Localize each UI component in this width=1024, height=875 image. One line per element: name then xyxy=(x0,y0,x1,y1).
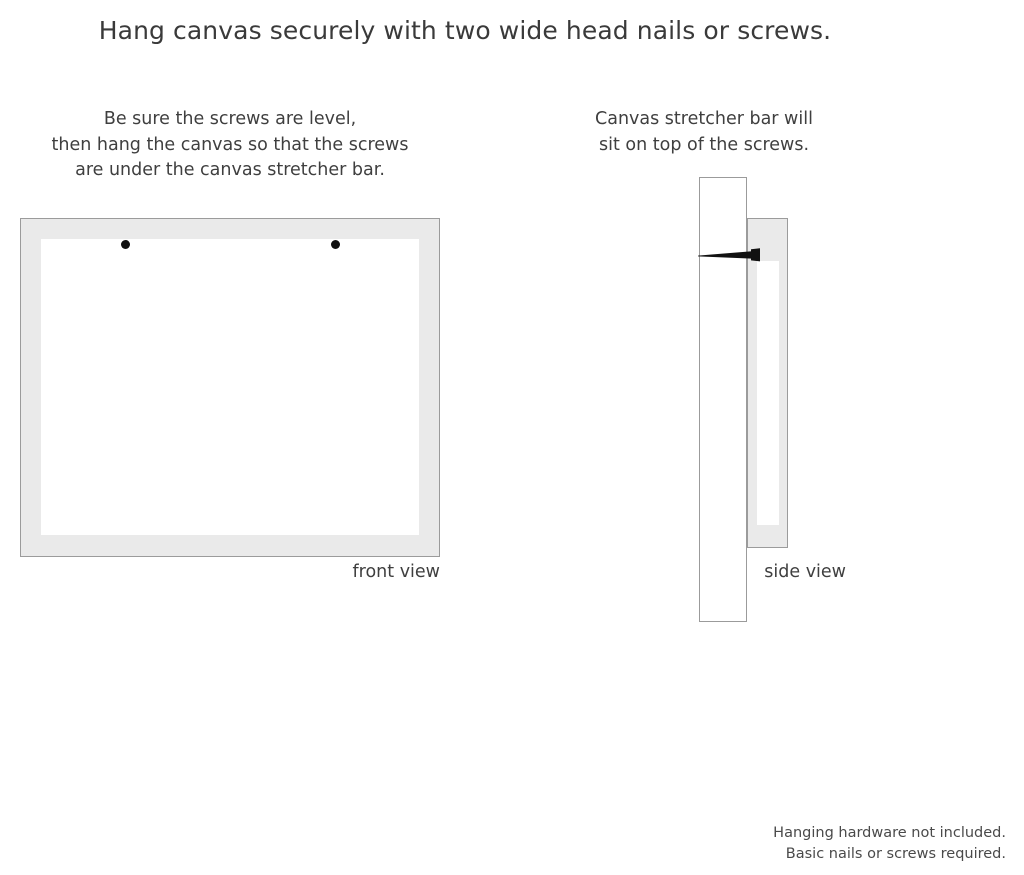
front-view-caption-line-1: Be sure the screws are level, xyxy=(103,109,357,129)
wall-cross-section xyxy=(699,177,747,622)
screw-head-icon-right xyxy=(331,240,340,249)
side-view-label: side view xyxy=(764,562,846,582)
hardware-disclaimer-line-1: Hanging hardware not included. xyxy=(773,825,1006,841)
front-view-diagram xyxy=(20,218,440,557)
screw-side-icon xyxy=(698,248,760,262)
front-view-label: front view xyxy=(352,562,441,582)
front-view-caption-line-2: then hang the canvas so that the screws xyxy=(51,134,409,155)
canvas-face-edge xyxy=(757,261,779,525)
hardware-disclaimer: Hanging hardware not included. Basic nai… xyxy=(773,823,1006,865)
canvas-face xyxy=(41,239,419,535)
side-view-caption-line-2: sit on top of the screws. xyxy=(598,134,810,155)
side-view-caption-line-1: Canvas stretcher bar will xyxy=(595,109,813,129)
side-view-caption: Canvas stretcher bar will sit on top of … xyxy=(575,107,833,158)
page-title: Hang canvas securely with two wide head … xyxy=(98,16,832,45)
front-view-caption: Be sure the screws are level, then hang … xyxy=(20,107,440,184)
side-view-diagram xyxy=(698,177,789,623)
canvas-stretcher-bar-cross-section xyxy=(747,218,788,548)
hardware-disclaimer-line-2: Basic nails or screws required. xyxy=(785,846,1006,862)
screw-head-icon-left xyxy=(121,240,130,249)
front-view-caption-line-3: are under the canvas stretcher bar. xyxy=(75,160,385,180)
